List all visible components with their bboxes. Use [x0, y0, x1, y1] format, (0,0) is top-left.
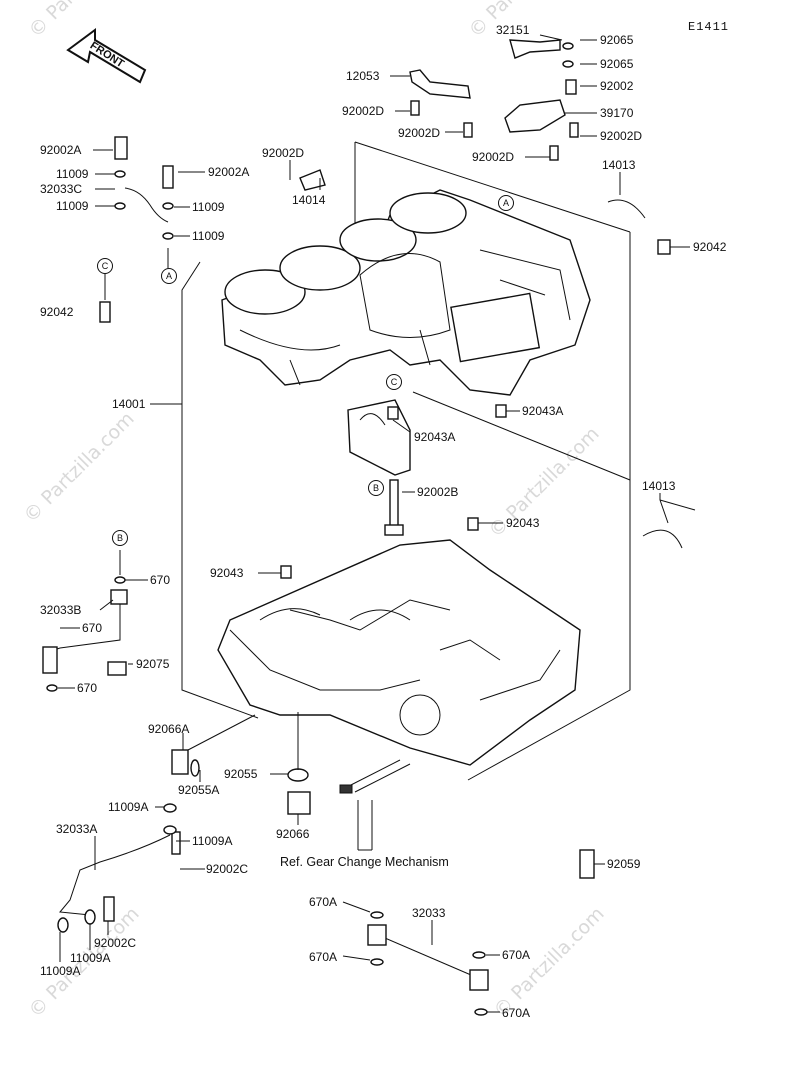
part-label-14013: 14013: [602, 158, 636, 172]
ref-circle-b: B: [112, 530, 128, 546]
part-label-39170: 39170: [600, 106, 634, 120]
oil-pipe-32033: [367, 924, 489, 991]
part-label-92002c: 92002C: [94, 936, 137, 950]
part-label-92055: 92055: [224, 767, 258, 781]
reference-note: Ref. Gear Change Mechanism: [280, 855, 449, 869]
part-label-92002: 92002: [600, 79, 634, 93]
part-label-11009: 11009: [56, 167, 89, 181]
part-label-92065: 92065: [600, 57, 634, 71]
part-label-92043: 92043: [506, 516, 540, 530]
part-label-670: 670: [150, 573, 171, 587]
part-label-670: 670: [77, 681, 98, 695]
part-label-92002a: 92002A: [208, 165, 250, 179]
oil-pipe-32033b: [42, 589, 128, 674]
part-label-92059: 92059: [607, 857, 641, 871]
part-label-92055a: 92055A: [178, 783, 220, 797]
part-label-32033a: 32033A: [56, 822, 98, 836]
part-label-14014: 14014: [292, 193, 326, 207]
part-label-14001: 14001: [112, 397, 146, 411]
part-label-92066a: 92066A: [148, 722, 190, 736]
assembly-outline: [181, 141, 631, 781]
part-label-92043a: 92043A: [414, 430, 456, 444]
part-label-11009: 11009: [192, 200, 225, 214]
part-label-670: 670: [82, 621, 103, 635]
oil-pipe-32033c: [124, 187, 169, 223]
ref-circle-a: A: [498, 195, 514, 211]
lower-crankcase: [217, 539, 581, 766]
gear-change-studs: [339, 759, 411, 794]
part-label-12053: 12053: [346, 69, 380, 83]
part-label-92002d: 92002D: [398, 126, 441, 140]
front-arrow-icon: [66, 28, 147, 84]
part-label-11009a: 11009A: [70, 951, 111, 965]
small-parts: [99, 39, 671, 922]
part-label-670a: 670A: [309, 950, 338, 964]
part-label-32151: 32151: [496, 23, 530, 37]
part-label-32033b: 32033B: [40, 603, 82, 617]
part-label-11009: 11009: [192, 229, 225, 243]
part-label-32033c: 32033C: [40, 182, 83, 196]
part-label-92002d: 92002D: [600, 129, 643, 143]
part-label-32033: 32033: [412, 906, 446, 920]
part-label-92075: 92075: [136, 657, 170, 671]
part-label-92002a: 92002A: [40, 143, 82, 157]
part-label-11009a: 11009A: [192, 834, 233, 848]
part-label-11009a: 11009A: [108, 800, 149, 814]
part-label-92002c: 92002C: [206, 862, 249, 876]
part-label-11009a: 11009A: [40, 964, 81, 978]
part-label-670a: 670A: [502, 948, 531, 962]
part-label-11009: 11009: [56, 199, 89, 213]
oil-pipe-32033a: [59, 834, 171, 916]
part-label-92043a: 92043A: [522, 404, 564, 418]
ref-circle-b: B: [368, 480, 384, 496]
part-label-92065: 92065: [600, 33, 634, 47]
part-label-92002d: 92002D: [262, 146, 305, 160]
ref-circle-c: C: [386, 374, 402, 390]
part-label-92042: 92042: [40, 305, 74, 319]
part-label-14013: 14013: [642, 479, 676, 493]
part-label-92042: 92042: [693, 240, 727, 254]
stud-bolt: [384, 479, 404, 536]
part-label-92043: 92043: [210, 566, 244, 580]
ref-circle-c: C: [97, 258, 113, 274]
part-label-670a: 670A: [309, 895, 338, 909]
leader-lines: [58, 34, 696, 1013]
half-ring-bearings: [607, 199, 683, 549]
part-label-92002d: 92002D: [472, 150, 515, 164]
ref-circle-a: A: [161, 268, 177, 284]
crank-cap: [280, 399, 507, 579]
part-label-92066: 92066: [276, 827, 310, 841]
part-label-670a: 670A: [502, 1006, 531, 1020]
upper-crankcase: [221, 189, 591, 396]
part-label-92002d: 92002D: [342, 104, 385, 118]
diagram-code: E1411: [688, 20, 730, 34]
part-label-92002b: 92002B: [417, 485, 459, 499]
